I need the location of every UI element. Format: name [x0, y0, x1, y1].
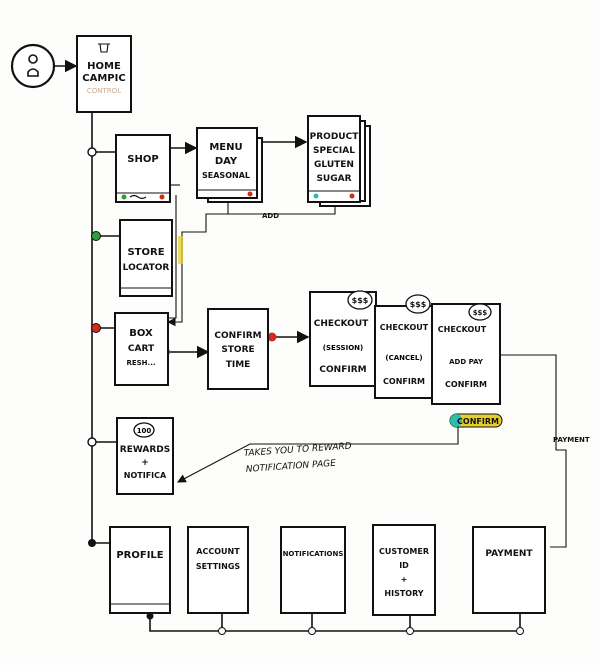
screen-checkout-2[interactable]: $$$ CHECKOUT (CANCEL) CONFIRM — [374, 294, 434, 399]
dot-bus-3 — [308, 627, 316, 635]
confirm-line2: STORE — [221, 345, 254, 355]
dot-bus-4 — [406, 627, 414, 635]
locator-line1: STORE — [127, 247, 164, 258]
cart-line2: CART — [128, 344, 155, 354]
confirm-line3: TIME — [226, 360, 251, 370]
checkout2-bottom: CONFIRM — [383, 377, 425, 386]
checkout3-middle: ADD PAY — [449, 358, 484, 366]
rewards-badge-text: 100 — [137, 427, 152, 435]
screen-checkout-3[interactable]: $$$ CHECKOUT ADD PAY CONFIRM — [431, 303, 501, 405]
dot-cart — [91, 323, 101, 333]
screen-payment[interactable]: PAYMENT — [472, 526, 546, 614]
checkout2-badge-text: $$$ — [410, 300, 427, 309]
dot-bus-5 — [516, 627, 524, 635]
dot-shop — [87, 147, 97, 157]
product-teal-dot — [313, 193, 319, 199]
screen-notifications[interactable]: NOTIFICATIONS — [280, 526, 346, 614]
screen-checkout-1[interactable]: $$$ CHECKOUT (SESSION) CONFIRM — [309, 290, 377, 387]
home-note: CONTROL — [87, 87, 121, 95]
customer-line4: HISTORY — [384, 589, 423, 598]
rewards-line2: + — [141, 458, 149, 468]
dot-locator — [91, 231, 101, 241]
screen-store-locator[interactable]: STORE LOCATOR — [119, 219, 173, 297]
checkout2-middle: (CANCEL) — [385, 354, 422, 362]
home-subtitle: CAMPIC — [82, 73, 125, 84]
notifications-title: NOTIFICATIONS — [283, 550, 344, 558]
user-face-icon — [28, 54, 38, 64]
user-body-icon — [27, 68, 39, 77]
rewards-badge — [133, 422, 155, 438]
rewards-line1: REWARDS — [120, 445, 170, 455]
checkout3-badge — [468, 303, 492, 321]
dot-profile — [88, 539, 96, 547]
screen-menu[interactable]: MENU DAY SEASONAL — [196, 127, 263, 203]
product-line2: SPECIAL — [313, 146, 355, 156]
dot-bus-1 — [146, 612, 154, 620]
cart-line3: RESH... — [126, 359, 155, 367]
screen-confirm-store[interactable]: CONFIRM STORE TIME — [207, 308, 269, 390]
customer-line3: + — [401, 575, 408, 584]
product-red-dot — [349, 193, 355, 199]
payment-edge-label: PAYMENT — [553, 436, 590, 444]
checkout1-bottom: CONFIRM — [319, 365, 366, 375]
payment-title: PAYMENT — [485, 549, 533, 559]
checkout1-badge — [347, 290, 373, 310]
screen-profile[interactable]: PROFILE — [109, 526, 171, 614]
checkout2-title: CHECKOUT — [380, 323, 429, 332]
screen-shop[interactable]: SHOP — [115, 134, 171, 203]
menu-red-dot — [247, 191, 253, 197]
edge-confirm-rewards — [177, 425, 459, 483]
dot-confirm-out — [267, 332, 277, 342]
home-title: HOME — [87, 61, 121, 72]
locator-line2: LOCATOR — [123, 263, 170, 273]
menu-line3: SEASONAL — [202, 171, 250, 180]
customer-line2: ID — [399, 561, 409, 570]
shop-red-dot — [159, 194, 165, 200]
edge-add-to-cart — [166, 205, 336, 327]
checkout1-middle: (SESSION) — [323, 344, 363, 352]
account-line1: ACCOUNT — [196, 547, 240, 556]
menu-line1: MENU — [209, 142, 242, 153]
rewards-line3: NOTIFICA — [124, 471, 167, 480]
screen-account-settings[interactable]: ACCOUNT SETTINGS — [187, 526, 249, 614]
annotation-line2: NOTIFICATION PAGE — [246, 459, 337, 475]
account-line2: SETTINGS — [196, 562, 241, 571]
shop-scribble — [129, 194, 147, 200]
home-cup-icon — [98, 43, 110, 53]
confirm-line1: CONFIRM — [214, 331, 261, 341]
checkout1-badge-text: $$$ — [352, 296, 369, 305]
start-node — [10, 43, 56, 89]
product-line4: SUGAR — [316, 174, 351, 184]
connectors — [54, 59, 567, 635]
customer-line1: CUSTOMER — [379, 547, 429, 556]
screen-box-cart[interactable]: BOX CART RESH... — [114, 312, 169, 386]
profile-title: PROFILE — [116, 550, 163, 561]
shop-title: SHOP — [127, 154, 158, 165]
checkout1-title: CHECKOUT — [314, 319, 369, 329]
screen-home[interactable]: HOME CAMPIC CONTROL — [76, 35, 132, 113]
checkout2-badge — [405, 294, 431, 314]
confirm-pill-label: CONFIRM — [457, 417, 499, 426]
dot-bus-2 — [218, 627, 226, 635]
cart-line1: BOX — [129, 328, 153, 339]
screen-product[interactable]: PRODUCT SPECIAL GLUTEN SUGAR — [307, 115, 371, 207]
yellow-highlight — [178, 236, 183, 264]
checkout3-title: CHECKOUT — [438, 325, 487, 334]
product-line1: PRODUCT — [310, 132, 360, 142]
start-circle — [10, 43, 56, 89]
shop-green-dot — [121, 194, 127, 200]
product-line3: GLUTEN — [314, 160, 354, 170]
screen-rewards[interactable]: 100 REWARDS + NOTIFICA — [116, 417, 174, 495]
bottom-bus — [149, 612, 521, 632]
checkout3-badge-text: $$$ — [473, 309, 488, 317]
menu-line2: DAY — [215, 156, 238, 167]
dot-rewards — [87, 437, 97, 447]
edge-shop-cart — [168, 195, 177, 319]
add-label: ADD — [262, 212, 279, 220]
checkout3-bottom: CONFIRM — [445, 380, 487, 389]
screen-customer[interactable]: CUSTOMER ID + HISTORY — [372, 524, 436, 616]
edge-checkout-payment — [500, 354, 567, 548]
confirm-pill-button[interactable]: CONFIRM — [449, 413, 503, 428]
